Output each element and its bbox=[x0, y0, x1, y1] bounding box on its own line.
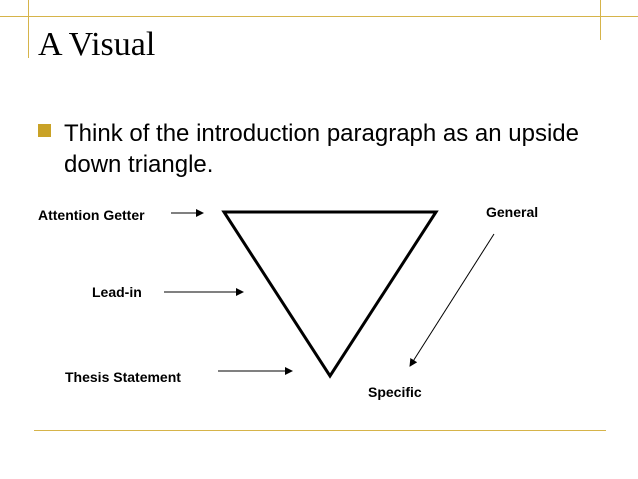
label-lead-in: Lead-in bbox=[92, 284, 142, 300]
top-rule-horizontal bbox=[0, 16, 638, 17]
bottom-rule bbox=[34, 430, 606, 431]
inverted-triangle bbox=[221, 210, 439, 379]
label-attention-getter: Attention Getter bbox=[38, 207, 145, 223]
square-bullet-icon bbox=[38, 124, 51, 137]
label-general: General bbox=[486, 204, 539, 220]
label-specific: Specific bbox=[368, 384, 422, 400]
bullet-item: Think of the introduction paragraph as a… bbox=[36, 118, 596, 180]
top-rule-vertical-left bbox=[28, 0, 29, 58]
arrow-general-to-specific bbox=[409, 233, 495, 367]
slide-title: A Visual bbox=[38, 26, 156, 63]
bullet-text: Think of the introduction paragraph as a… bbox=[64, 120, 580, 178]
top-rule-vertical-right bbox=[600, 0, 601, 40]
label-thesis-statement: Thesis Statement bbox=[65, 369, 181, 385]
